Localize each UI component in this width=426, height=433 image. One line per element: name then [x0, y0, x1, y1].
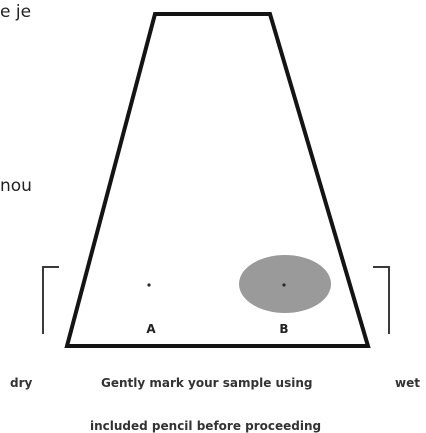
cropped-text-middle: nou	[0, 176, 32, 196]
wet-label: wet	[395, 376, 420, 390]
left-bracket	[42, 266, 59, 334]
instruction-line-1: Gently mark your sample using	[101, 376, 313, 390]
cropped-text-top: e je	[0, 2, 32, 22]
sample-dot-a	[147, 283, 151, 287]
right-bracket	[373, 266, 390, 334]
sample-label-a: A	[146, 322, 156, 336]
instruction-line-2: included pencil before proceeding	[90, 419, 322, 433]
center-dot-b	[282, 283, 286, 287]
sample-label-b: B	[279, 322, 288, 336]
dry-label: dry	[10, 376, 33, 390]
